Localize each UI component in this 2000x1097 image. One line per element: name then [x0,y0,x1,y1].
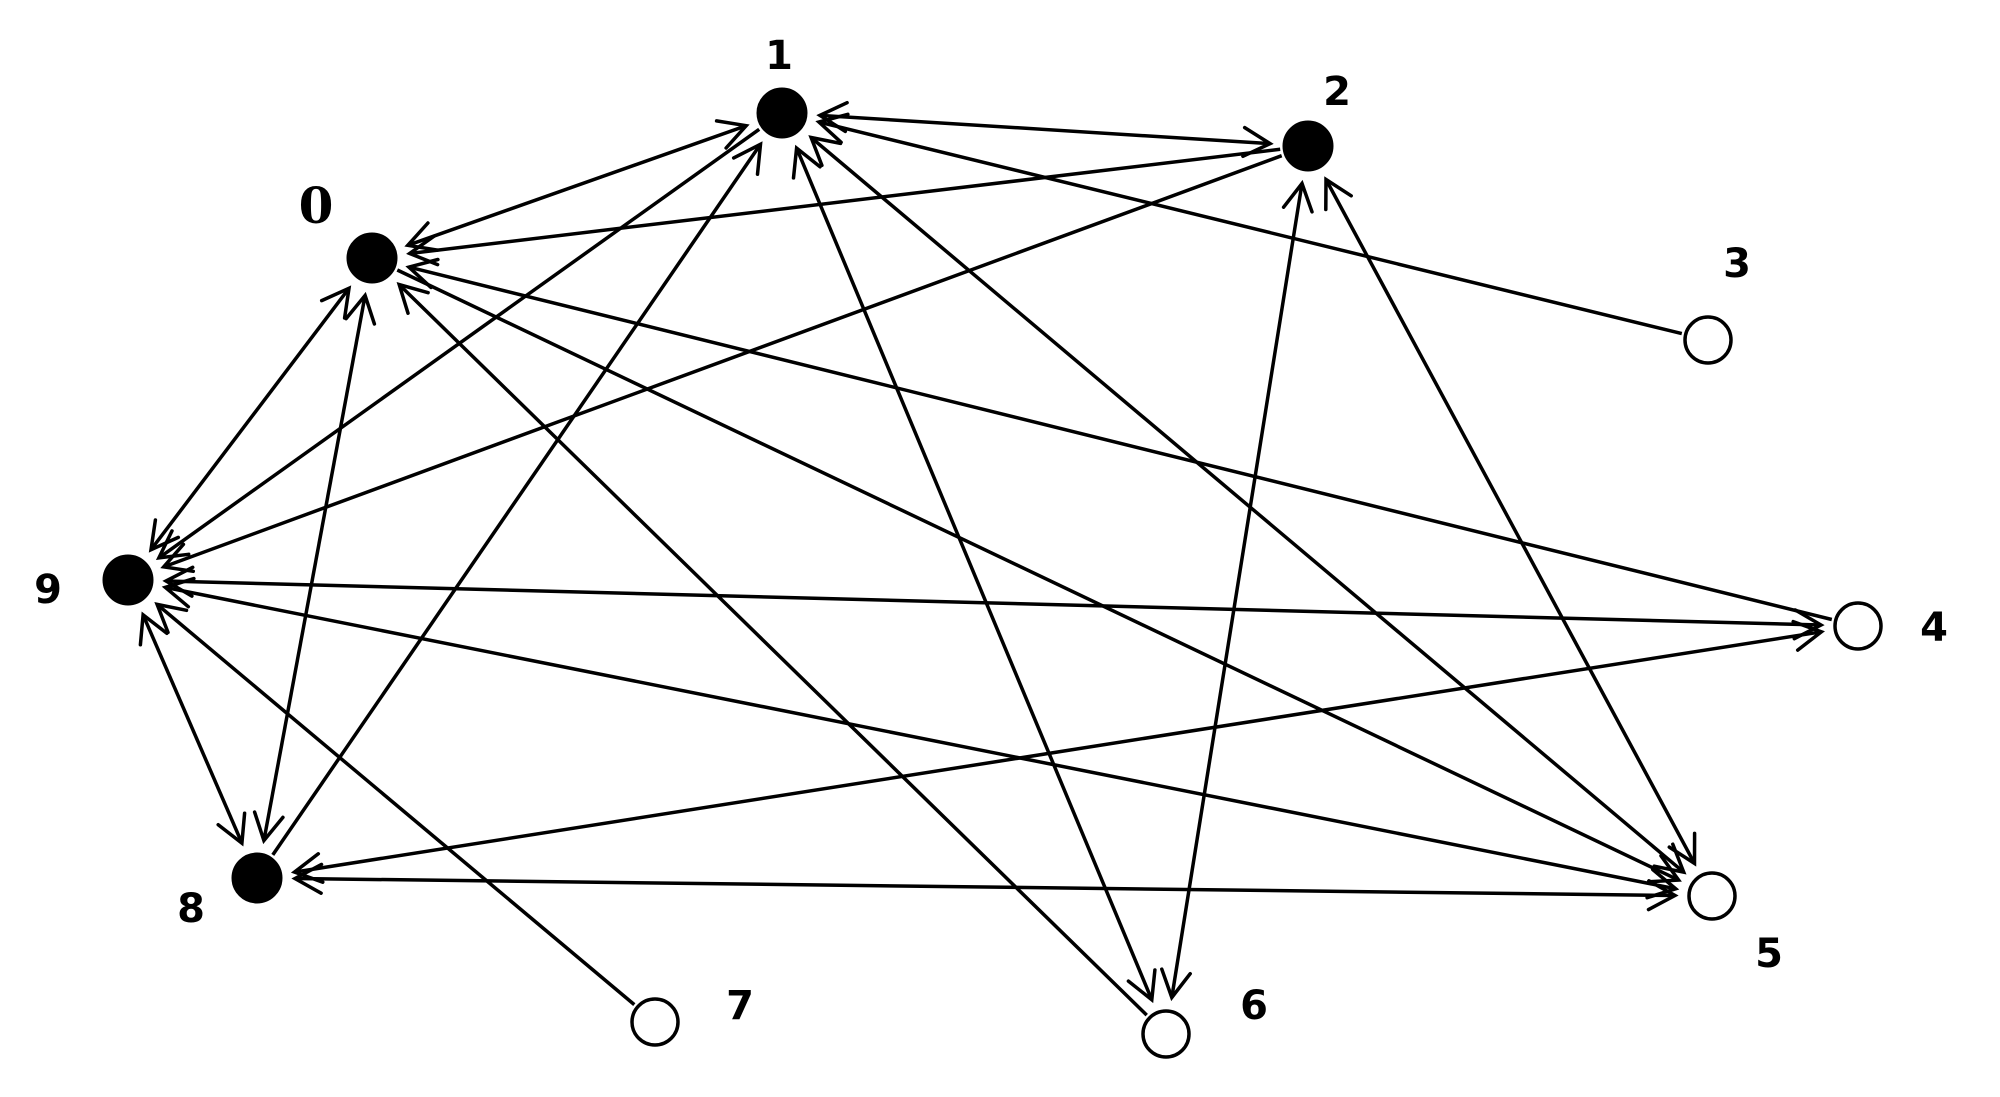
node-label-7: 7 [726,983,754,1029]
node-label-6: 6 [1240,983,1268,1029]
edge-9-5 [161,576,1680,900]
edge-line [408,265,1833,622]
edge-line [1170,183,1304,998]
node-label-8: 8 [177,886,205,932]
labels-layer: 0 1 2 3 4 5 6 7 8 9 [34,33,1948,1029]
arrowhead-icon [148,518,181,553]
edge-9-8 [138,611,247,847]
edge-9-4 [162,565,1825,641]
edge-8-4 [290,619,1825,884]
arrowhead-icon [1667,831,1697,867]
node-label-0: 0 [299,176,334,235]
edge-2-5 [1324,176,1697,867]
edge-0-8 [252,291,377,845]
edge-1-5 [808,135,1687,875]
arrowhead-icon [252,810,285,845]
node-4 [1833,601,1883,651]
nodes-layer [102,87,1883,1059]
arrowhead-icon [216,811,247,847]
arrowhead-icon [1324,176,1353,212]
edge-line [262,295,367,841]
arrowhead-icon [808,135,843,168]
edge-line [271,143,762,856]
edge-0-5 [396,268,1682,884]
edge-0-1 [404,119,750,252]
edge-line [409,147,1281,256]
edge-8-1 [271,141,763,856]
edge-line [396,268,1680,882]
arrowhead-icon [1646,879,1679,912]
edge-line [155,603,636,1006]
edge-3-1 [815,112,1683,336]
edge-line [794,147,1154,1001]
edge-8-5 [291,862,1679,912]
edge-line [294,630,1822,874]
arrowhead-icon [1791,619,1825,652]
arrowhead-icon [155,529,191,561]
node-2 [1282,120,1334,172]
edge-line [141,614,244,844]
node-9 [102,554,154,606]
arrowhead-icon [344,291,377,326]
node-label-1: 1 [765,33,793,79]
node-5 [1687,871,1737,921]
node-label-3: 3 [1723,241,1751,287]
edge-line [809,136,1685,874]
node-3 [1683,315,1733,365]
node-1 [756,87,808,139]
edge-line [165,579,1822,627]
arrowhead-icon [1281,179,1314,214]
edge-line [149,287,351,551]
edge-6-0 [396,282,1148,1017]
node-label-9: 9 [34,567,62,613]
arrowhead-icon [1160,967,1192,1002]
edge-line [294,876,1676,898]
edge-1-2 [816,100,1274,159]
arrowhead-icon [815,112,850,145]
node-label-4: 4 [1920,605,1948,651]
node-6 [1141,1009,1191,1059]
arrowhead-icon [731,141,763,176]
arrowhead-icon [791,144,822,180]
edge-line [819,113,1271,146]
edge-2-6 [1160,179,1314,1002]
arrowhead-icon [396,282,430,315]
arrowhead-icon [160,542,196,574]
node-7 [630,997,680,1047]
edge-line [397,283,1148,1017]
node-label-5: 5 [1755,931,1783,977]
edge-line [407,124,747,247]
arrowhead-icon [138,611,169,647]
arrowhead-icon [714,119,750,150]
edge-1-6 [791,144,1157,1004]
arrowhead-icon [404,221,440,252]
arrowhead-icon [1646,854,1682,884]
edge-7-9 [154,602,636,1006]
edge-2-9 [160,154,1283,574]
edge-line [163,154,1283,569]
node-0 [346,232,398,284]
arrowhead-icon [154,602,189,635]
node-8 [231,852,283,904]
arrowhead-icon [161,576,196,609]
arrowhead-icon [291,862,324,895]
edge-0-9 [148,285,352,553]
edge-4-0 [405,257,1833,622]
edge-line [818,120,1683,336]
edges-layer [138,100,1833,1017]
node-label-2: 2 [1323,69,1351,115]
edge-line [1324,178,1697,865]
edge-line [164,585,1677,891]
arrowhead-icon [1126,968,1157,1004]
arrowhead-icon [319,285,352,320]
